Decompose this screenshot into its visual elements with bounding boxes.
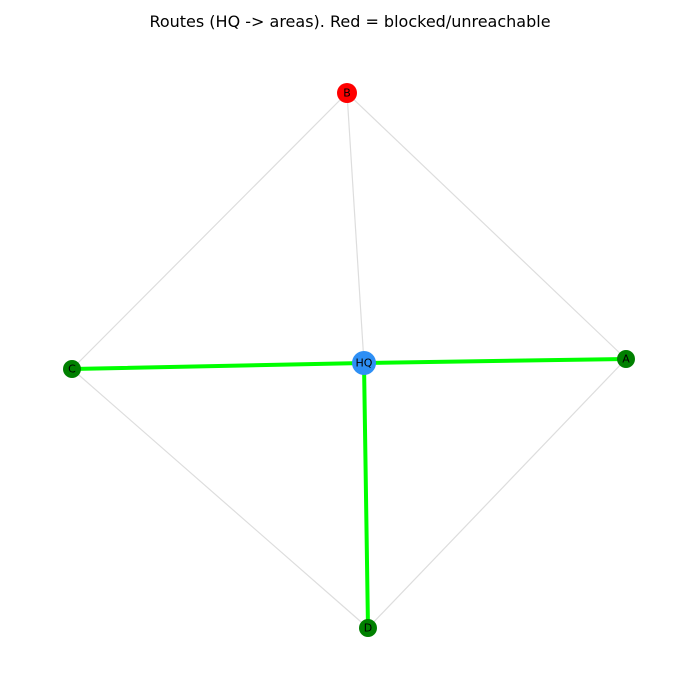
node-b: B [337,83,357,103]
node-a: A [617,350,635,368]
node-circle-d [359,619,377,637]
route-edge-hq-d [362,361,370,630]
node-label-d: D [364,622,372,635]
route-edge-hq-c [70,361,366,371]
edge-layer [70,92,628,630]
node-label-c: C [68,363,76,376]
node-circle-hq [352,351,376,375]
route-edge-hq-a [362,357,628,365]
node-circle-b [337,83,357,103]
node-c: C [63,360,81,378]
node-circle-c [63,360,81,378]
node-hq: HQ [352,351,376,375]
edge-b-a [346,92,627,360]
node-label-hq: HQ [356,357,373,370]
node-d: D [359,619,377,637]
node-label-b: B [343,87,351,100]
node-label-a: A [622,353,630,366]
node-circle-a [617,350,635,368]
edge-c-d [71,368,369,629]
edge-a-d [367,358,627,629]
node-layer: HQ A B C D [63,83,635,637]
edge-hq-b [346,92,365,364]
diagram-title: Routes (HQ -> areas). Red = blocked/unre… [149,12,551,31]
edge-b-c [71,92,348,370]
